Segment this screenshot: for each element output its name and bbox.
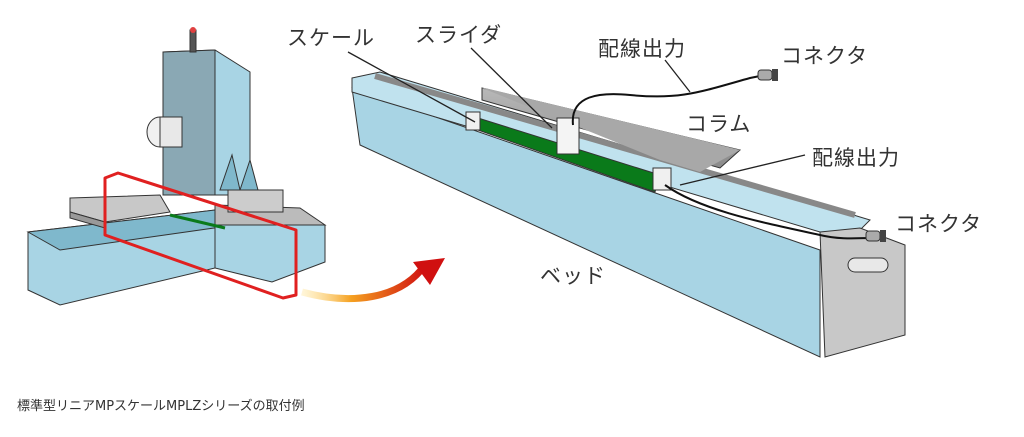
label-slider: スライダ [415, 23, 503, 47]
machine-base-right [214, 224, 326, 283]
bed-end [819, 227, 906, 358]
scale-mini [169, 213, 226, 230]
spindle-top [189, 29, 197, 53]
cable-right [664, 184, 871, 240]
column-side [482, 88, 740, 172]
label-connector-right: コネクタ [895, 212, 983, 236]
scale-endcap-right [652, 167, 672, 191]
machine-tool-overview [26, 27, 327, 306]
label-column: コラム [686, 112, 752, 136]
slider [556, 117, 580, 155]
guide-rail [374, 73, 856, 218]
connector-top-icon [757, 69, 778, 81]
figure-caption: 標準型リニアMPスケールMPLZシリーズの取付例 [17, 399, 305, 414]
connector-right-icon [865, 230, 886, 242]
column-foot [227, 189, 284, 213]
highlight-box [103, 171, 298, 300]
spindle-tip [190, 27, 196, 33]
label-wiring-output-top: 配線出力 [598, 37, 686, 61]
mounting-diagram: スケール スライダ 配線出力 コネクタ コラム 配線出力 コネクタ ベッド [26, 23, 983, 358]
leader-slider [470, 47, 553, 129]
leader-wiring-right [679, 154, 806, 186]
leader-scale [347, 51, 476, 123]
label-scale: スケール [287, 26, 375, 50]
label-bed: ベッド [540, 264, 606, 288]
leader-wiring-top [664, 59, 691, 93]
bed-front [351, 87, 821, 358]
zoom-arrow-head [413, 258, 445, 285]
zoom-arrow [301, 262, 428, 303]
diagram-canvas [26, 27, 906, 358]
bed-detail [351, 71, 906, 358]
work-table [69, 194, 171, 223]
motor-body [159, 116, 183, 148]
leader-lines [347, 47, 806, 186]
label-connector-top: コネクタ [781, 44, 869, 68]
cable-top [571, 75, 761, 126]
label-wiring-output-right: 配線出力 [812, 146, 900, 170]
bed-handle-slot [847, 257, 889, 273]
